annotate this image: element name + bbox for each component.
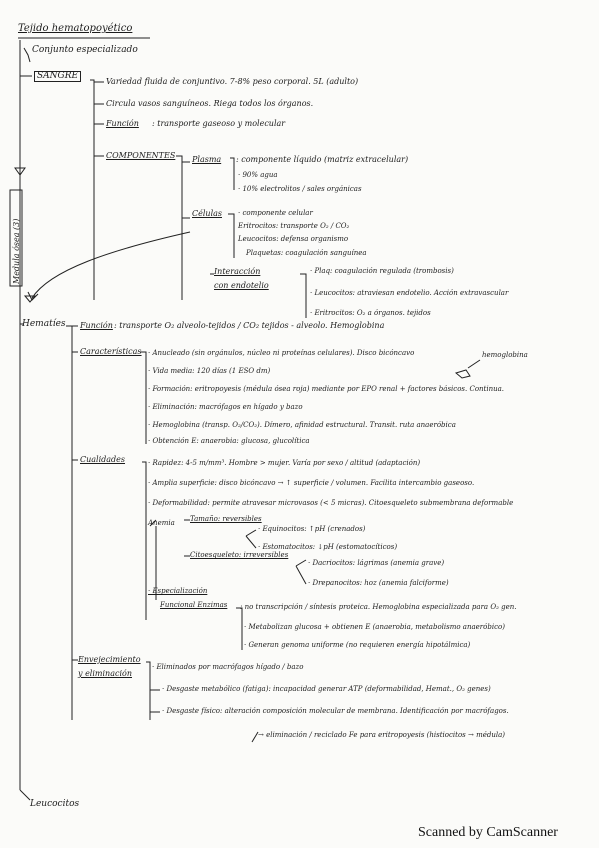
cualidad-item: Tamaño: reversibles bbox=[190, 515, 262, 523]
sangre-funcion-label: Función bbox=[106, 119, 139, 128]
cualidad-item: · Dacriocitos: lágrimas (anemia grave) bbox=[308, 559, 445, 567]
envejecimiento-item: · Eliminados por macrófagos hígado / baz… bbox=[152, 663, 304, 671]
intro-line: Conjunto especializado bbox=[32, 45, 138, 55]
cualidad-item: · Drepanocitos: hoz (anemia falciforme) bbox=[308, 579, 449, 587]
cualidad-item: · Equinocitos: ↑pH (crenados) bbox=[258, 525, 366, 533]
hematies-funcion-text: : transporte O₂ alveolo-tejidos / CO₂ te… bbox=[114, 321, 385, 330]
plasma-def: : componente líquido (matriz extracelula… bbox=[236, 155, 409, 164]
envejecimiento-item: → eliminación / reciclado Fe para eritro… bbox=[258, 731, 505, 739]
sangre-def: Variedad fluida de conjuntivo. 7-8% peso… bbox=[106, 77, 359, 86]
page-title: Tejido hematopoyético bbox=[18, 23, 133, 34]
leucocitos-label: Leucocitos bbox=[30, 799, 80, 809]
cualidad-item: · Especialización bbox=[148, 587, 208, 595]
cualidad-item: Citoesqueleto: irreversibles bbox=[190, 551, 289, 559]
cualidades-label: Cualidades bbox=[80, 455, 126, 464]
celulas-item: · componente celular bbox=[238, 209, 313, 217]
celulas-item: Leucocitos: defensa organismo bbox=[238, 235, 349, 243]
caracteristicas-label: Características bbox=[80, 347, 142, 356]
sangre-label: SANGRE bbox=[34, 71, 82, 82]
cualidad-item: Anemia bbox=[148, 519, 175, 527]
cualidad-item: · Metabolizan glucosa + obtienen E (anae… bbox=[244, 623, 505, 631]
caract-item: · Vida media: 120 días (1 ESO dm) bbox=[148, 367, 271, 375]
sangre-funcion-text: : transporte gaseoso y molecular bbox=[152, 119, 286, 128]
caract-item: · Formación: eritropoyesis (médula ósea … bbox=[148, 385, 505, 393]
plasma-label: Plasma bbox=[192, 155, 222, 164]
interaccion-item: · Plaq: coagulación regulada (trombosis) bbox=[310, 267, 454, 275]
cualidad-item: · Rapidez: 4-5 m/mm³. Hombre > mujer. Va… bbox=[148, 459, 421, 467]
envejecimiento-item: · Desgaste físico: alteración composició… bbox=[162, 707, 509, 715]
cualidad-item: : no transcripción / síntesis proteica. … bbox=[240, 603, 517, 611]
envejecimiento-label: Envejecimiento bbox=[78, 655, 141, 664]
caract-item: · Eliminación: macrófagos en hígado y ba… bbox=[148, 403, 303, 411]
caract-item: · Obtención E: anaerobia: glucosa, gluco… bbox=[148, 437, 310, 445]
plasma-item: · 10% electrolitos / sales orgánicas bbox=[238, 185, 362, 193]
interaccion-label: con endotelio bbox=[214, 281, 269, 290]
sangre-circula: Circula vasos sanguíneos. Riega todos lo… bbox=[106, 99, 314, 108]
envejecimiento-label: y eliminación bbox=[78, 669, 132, 678]
hemoglobina-note: hemoglobina bbox=[482, 351, 528, 359]
side-vertical-label: Medula ósea (3) bbox=[12, 218, 21, 284]
envejecimiento-item: · Desgaste metabólico (fatiga): incapaci… bbox=[162, 685, 491, 693]
celulas-label: Células bbox=[192, 209, 222, 218]
componentes-label: COMPONENTES bbox=[106, 151, 176, 160]
celulas-item: Plaquetas: coagulación sanguínea bbox=[246, 249, 367, 257]
celulas-item: Eritrocitos: transporte O₂ / CO₂ bbox=[238, 222, 350, 230]
scanner-watermark: Scanned by CamScanner bbox=[418, 825, 558, 840]
cualidad-item: Funcional Enzimas bbox=[160, 601, 228, 609]
caract-item: · Anucleado (sin orgánulos, núcleo ni pr… bbox=[148, 349, 415, 357]
cualidad-item: · Amplia superficie: disco bicóncavo → ↑… bbox=[148, 479, 475, 487]
cualidad-item: · Generan genoma uniforme (no requieren … bbox=[244, 641, 471, 649]
plasma-item: · 90% agua bbox=[238, 171, 278, 179]
cualidad-item: · Estomatocitos: ↓pH (estomatocíticos) bbox=[258, 543, 398, 551]
cualidad-item: · Deformabilidad: permite atravesar micr… bbox=[148, 499, 514, 507]
hematies-label: Hematíes bbox=[22, 319, 66, 329]
interaccion-label: Interacción bbox=[214, 267, 261, 276]
hematies-funcion-label: Función bbox=[80, 321, 113, 330]
interaccion-item: · Eritrocitos: O₂ a órganos. tejidos bbox=[310, 309, 431, 317]
interaccion-item: · Leucocitos: atraviesan endotelio. Acci… bbox=[310, 289, 509, 297]
caract-item: · Hemoglobina (transp. O₂/CO₂). Dímero, … bbox=[148, 421, 456, 429]
